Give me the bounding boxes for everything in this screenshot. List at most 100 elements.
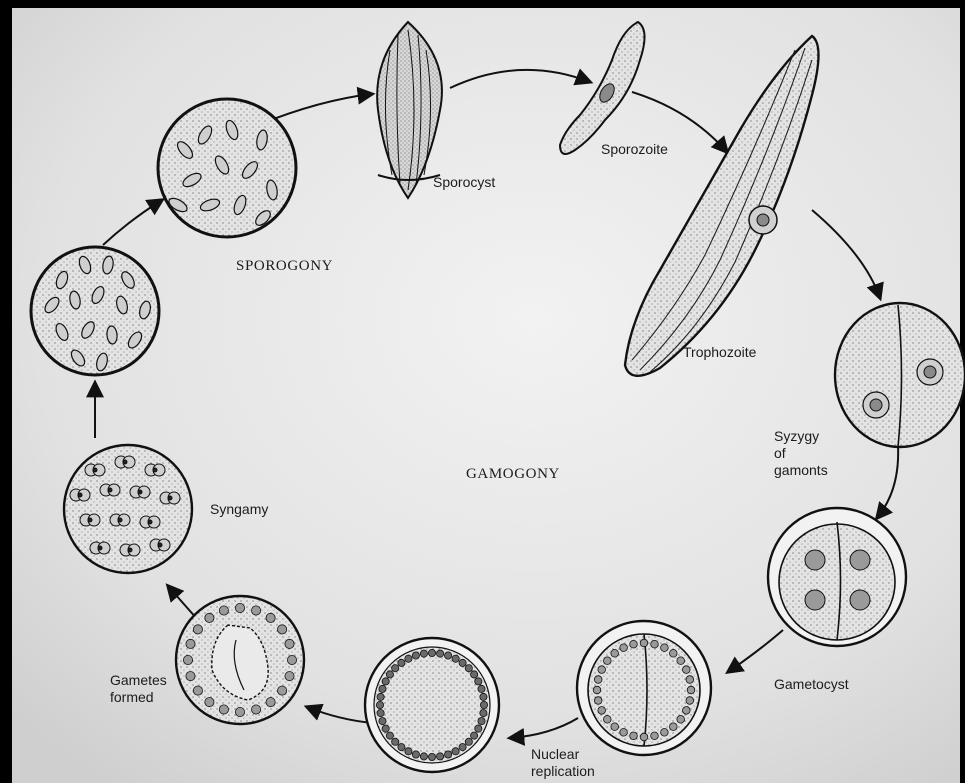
nucleus-dot [640, 733, 648, 741]
nucleus-dot [386, 732, 393, 739]
zygote-core [128, 548, 132, 552]
nucleus-dot [459, 659, 466, 666]
nuclear-replication-cell [365, 638, 499, 772]
nucleus-dot [412, 751, 419, 758]
nucleus-dot [193, 625, 202, 634]
nucleus-dot [598, 707, 606, 715]
nucleus-dot [686, 697, 694, 705]
nucleus-dot [392, 665, 399, 672]
nucleus-dot [452, 748, 459, 755]
nucleus-dot [475, 678, 482, 685]
zygote-core [93, 468, 97, 472]
zygote-core [138, 490, 142, 494]
nucleus-dot [478, 685, 485, 692]
nucleus-dot [235, 707, 244, 716]
zygote-core [148, 520, 152, 524]
nucleus-dot [183, 655, 192, 664]
nucleus-dot [478, 718, 485, 725]
nucleus-dot [437, 753, 444, 760]
nucleus-dot [382, 725, 389, 732]
zygotes-in-cyst [31, 247, 159, 375]
nucleus-dot [398, 744, 405, 751]
nucleus-dot [205, 698, 214, 707]
nucleus-dot [604, 657, 612, 665]
nucleus-dot [630, 732, 638, 740]
gamogony-label: GAMOGONY [466, 466, 560, 483]
nucleus-dot [278, 625, 287, 634]
nucleus-dot [219, 705, 228, 714]
sporocyst-label: Sporocyst [433, 174, 495, 191]
nucleus-dot [445, 751, 452, 758]
nucleus-dot [593, 686, 601, 694]
nucleus-dot [252, 606, 261, 615]
nucleus-dot [471, 671, 478, 678]
nucleus-dot [205, 613, 214, 622]
nucleus-dot [377, 710, 384, 717]
nucleus-dot [480, 710, 487, 717]
nucleus-dot [683, 666, 691, 674]
nucleus-dot [683, 707, 691, 715]
nuclear-division-cell [577, 621, 711, 755]
nucleus-dot [475, 725, 482, 732]
syngamy-cell [64, 445, 192, 573]
nucleus-dot [686, 676, 694, 684]
nucleus-dot [252, 705, 261, 714]
nucleus-dot [376, 701, 383, 708]
trophozoite-label: Trophozoite [683, 344, 756, 361]
nucleus-dot [670, 650, 678, 658]
nucleus-dot [611, 723, 619, 731]
zygote-core [118, 518, 122, 522]
nucleus-dot [687, 686, 695, 694]
nucleus-dot [266, 698, 275, 707]
nucleus-dot [379, 718, 386, 725]
nucleus-dot [611, 650, 619, 658]
nucleus-dot [266, 613, 275, 622]
nucleus-dot [630, 640, 638, 648]
nucleus-dot [379, 685, 386, 692]
nucleus-dot [382, 678, 389, 685]
nucleus-dot [661, 644, 669, 652]
nucleus-dot [480, 701, 487, 708]
nuclear-replication-label: Nuclear replication [531, 746, 595, 780]
nucleus-dot [480, 693, 487, 700]
zygote-core [108, 488, 112, 492]
nucleus-dot [386, 671, 393, 678]
nucleus-dot [428, 649, 435, 656]
zygote-core [88, 518, 92, 522]
nucleus-dot [420, 753, 427, 760]
sporocysts-in-cyst [158, 99, 296, 237]
nucleus-dot [377, 693, 384, 700]
nucleus-dot [620, 644, 628, 652]
nucleus-dot [677, 716, 685, 724]
nucleus-dot [287, 655, 296, 664]
nucleus-dot [670, 723, 678, 731]
zygote-core [153, 468, 157, 472]
nucleus-dot [285, 639, 294, 648]
gametes-formed-cell [176, 596, 304, 724]
sporozoite-label: Sporozoite [601, 141, 668, 158]
nucleus-dot [428, 753, 435, 760]
syngamy-label: Syngamy [210, 501, 268, 518]
nucleus-dot [186, 672, 195, 681]
nucleus-dot [651, 732, 659, 740]
nucleus-dot [604, 716, 612, 724]
zygote-core [168, 496, 172, 500]
zygote-core [78, 493, 82, 497]
nucleus-dot [405, 748, 412, 755]
nucleus-dot [193, 686, 202, 695]
nucleus-dot [405, 655, 412, 662]
nucleus-dot [219, 606, 228, 615]
nucleus-dot [412, 652, 419, 659]
nucleus-dot [398, 659, 405, 666]
nucleus-dot [420, 650, 427, 657]
zygote-core [158, 543, 162, 547]
nucleus-dot [437, 650, 444, 657]
nucleus-dot [452, 655, 459, 662]
nucleus-dot [677, 657, 685, 665]
gametocyst-cell [768, 508, 906, 646]
nucleus-dot [661, 729, 669, 737]
nucleus-dot [186, 639, 195, 648]
nucleus-dot [598, 666, 606, 674]
nucleus-dot [459, 744, 466, 751]
